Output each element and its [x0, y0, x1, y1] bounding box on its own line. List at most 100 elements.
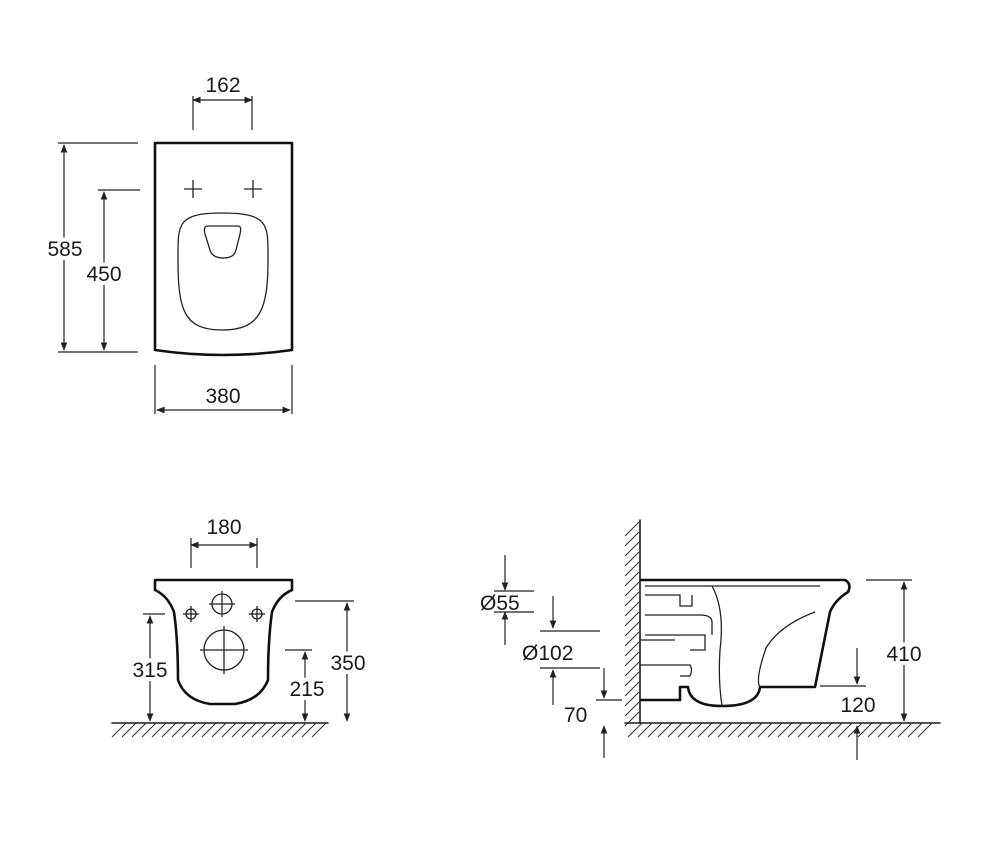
dim-120: 120 [820, 648, 876, 760]
dim-180: 180 [190, 516, 258, 568]
hatch-line [837, 722, 853, 738]
hatch-line [877, 722, 893, 738]
bowl-side-outline [640, 578, 851, 708]
hatch-line [131, 722, 147, 738]
hatch-line [697, 722, 713, 738]
hatch-line [707, 722, 723, 738]
hatch-line [817, 722, 833, 738]
fixing-mark-left [184, 180, 202, 198]
floor-front [111, 722, 329, 738]
hatch-line [647, 722, 663, 738]
hatch-line [624, 641, 640, 657]
fixing-hole-right [249, 606, 265, 622]
top-view: 162 585 450 380 [43, 74, 294, 414]
dim-315-label: 315 [132, 659, 167, 682]
hatch-line [624, 701, 640, 717]
bowl-inner-contour [645, 585, 820, 707]
hatch-line [291, 722, 307, 738]
dim-70: 70 [564, 668, 622, 758]
hatch-line [624, 561, 640, 577]
hatch-line [211, 722, 227, 738]
outlet-stub [640, 639, 693, 677]
hatch-line [251, 722, 267, 738]
outlet-circle [200, 626, 248, 674]
hatch-line [624, 521, 640, 537]
dim-dia102: Ø102 [522, 596, 600, 705]
hatch-line [797, 722, 813, 738]
dim-380: 380 [154, 365, 293, 414]
hatch-line [867, 722, 883, 738]
dim-162: 162 [192, 74, 253, 130]
inlet-pipe [645, 594, 713, 651]
side-view: Ø55 Ø102 70 410 120 [480, 519, 941, 760]
hatch-line [787, 722, 803, 738]
hatch-line [827, 722, 843, 738]
hatch-line [767, 722, 783, 738]
seat-opening [177, 212, 269, 331]
hatch-line [261, 722, 277, 738]
hatch-line [121, 722, 137, 738]
dim-410-label: 410 [886, 643, 921, 666]
floor-side [624, 722, 941, 738]
dim-315: 315 [128, 613, 172, 722]
hatch-line [624, 551, 640, 567]
inlet-circle [209, 591, 235, 617]
hatch-line [311, 722, 327, 738]
dim-450-label: 450 [86, 263, 121, 286]
hatch-line [241, 722, 257, 738]
hatch-line [191, 722, 207, 738]
hatch-line [624, 591, 640, 607]
hatch-line [897, 722, 913, 738]
hatch-line [624, 581, 640, 597]
hatch-line [624, 651, 640, 667]
dim-410: 410 [866, 579, 926, 722]
dim-dia55-label: Ø55 [480, 592, 520, 615]
hatch-line [231, 722, 247, 738]
front-view: 180 315 215 350 [111, 516, 370, 738]
dim-215-label: 215 [289, 678, 324, 701]
dim-585-label: 585 [47, 238, 82, 261]
hatch-line [737, 722, 753, 738]
dim-dia102-label: Ø102 [522, 642, 573, 665]
fixing-mark-right [244, 180, 262, 198]
bowl-top-outline [153, 141, 294, 357]
hatch-line [687, 722, 703, 738]
dim-350: 350 [295, 600, 370, 722]
hatch-line [141, 722, 157, 738]
hatch-line [624, 661, 640, 677]
hatch-line [111, 722, 127, 738]
hatch-line [624, 691, 640, 707]
hatch-line [624, 531, 640, 547]
hatch-line [807, 722, 823, 738]
hatch-line [727, 722, 743, 738]
hatch-line [637, 722, 653, 738]
dim-162-label: 162 [205, 74, 240, 97]
hatch-line [624, 621, 640, 637]
hatch-line [161, 722, 177, 738]
dim-120-label: 120 [840, 694, 875, 717]
hatch-line [624, 541, 640, 557]
hatch-line [624, 611, 640, 627]
hatch-line [627, 722, 643, 738]
hatch-line [301, 722, 317, 738]
dim-215: 215 [285, 649, 329, 722]
hatch-line [777, 722, 793, 738]
hatch-line [271, 722, 287, 738]
dim-450: 450 [82, 189, 140, 351]
hatch-line [757, 722, 773, 738]
bowl-front-outline [153, 578, 294, 706]
hatch-line [201, 722, 217, 738]
dim-380-label: 380 [205, 385, 240, 408]
hatch-line [667, 722, 683, 738]
hatch-line [717, 722, 733, 738]
dim-585: 585 [43, 142, 138, 353]
hatch-line [657, 722, 673, 738]
hatch-line [677, 722, 693, 738]
hatch-line [624, 671, 640, 687]
hatch-line [917, 722, 933, 738]
hatch-line [747, 722, 763, 738]
hatch-line [624, 571, 640, 587]
hatch-line [171, 722, 187, 738]
dim-180-label: 180 [206, 516, 241, 539]
dim-dia55: Ø55 [480, 555, 534, 645]
